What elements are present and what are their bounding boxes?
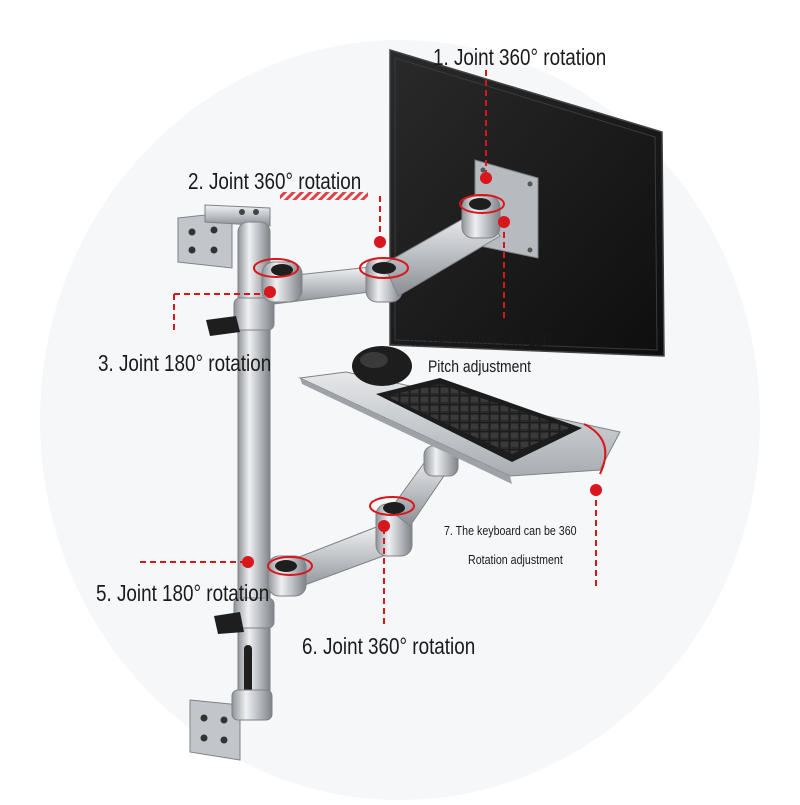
keyboard-rotation-label-line1: 7. The keyboard can be 360	[444, 523, 577, 538]
monitor-pitch-label-line2: Pitch adjustment	[428, 357, 532, 376]
monitor-arm	[261, 195, 501, 305]
monitor-pitch-label-line1: 4. The monitor can 120	[408, 331, 552, 350]
joint-5-label: 5. Joint 180° rotation	[96, 580, 270, 606]
callout-markers	[140, 70, 597, 626]
keyboard	[376, 378, 582, 462]
keyboard-arm	[267, 445, 459, 597]
top-wall-bracket	[177, 204, 271, 269]
bottom-wall-bracket	[189, 689, 273, 761]
joint-2-label: 2. Joint 360° rotation	[188, 168, 362, 194]
joint-1-label: 1. Joint 360° rotation	[433, 44, 607, 70]
rotation-arrows	[253, 194, 607, 576]
joint-3-label: 3. Joint 180° rotation	[98, 350, 272, 376]
monitor	[389, 48, 665, 357]
joint-6-label: 6. Joint 360° rotation	[302, 633, 476, 659]
keyboard-rotation-label-line2: Rotation adjustment	[468, 552, 563, 567]
joint-dots	[242, 172, 602, 568]
